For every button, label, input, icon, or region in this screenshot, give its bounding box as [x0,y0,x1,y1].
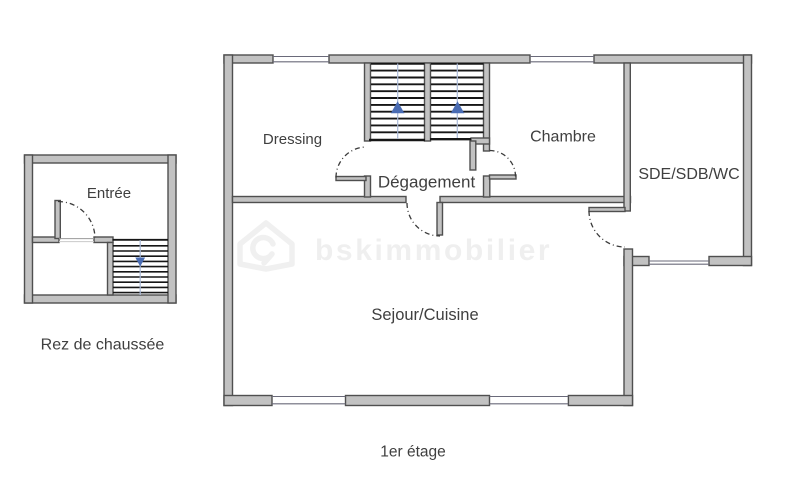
svg-text:1er étage: 1er étage [380,444,446,461]
svg-text:bskimmobilier: bskimmobilier [315,234,552,267]
svg-text:Dressing: Dressing [263,131,322,148]
svg-text:Dégagement: Dégagement [378,173,476,192]
svg-text:Sejour/Cuisine: Sejour/Cuisine [371,306,478,324]
svg-text:Chambre: Chambre [530,129,596,146]
svg-text:Entrée: Entrée [87,185,131,202]
svg-text:Rez de chaussée: Rez de chaussée [41,337,165,354]
svg-text:SDE/SDB/WC: SDE/SDB/WC [638,166,739,183]
